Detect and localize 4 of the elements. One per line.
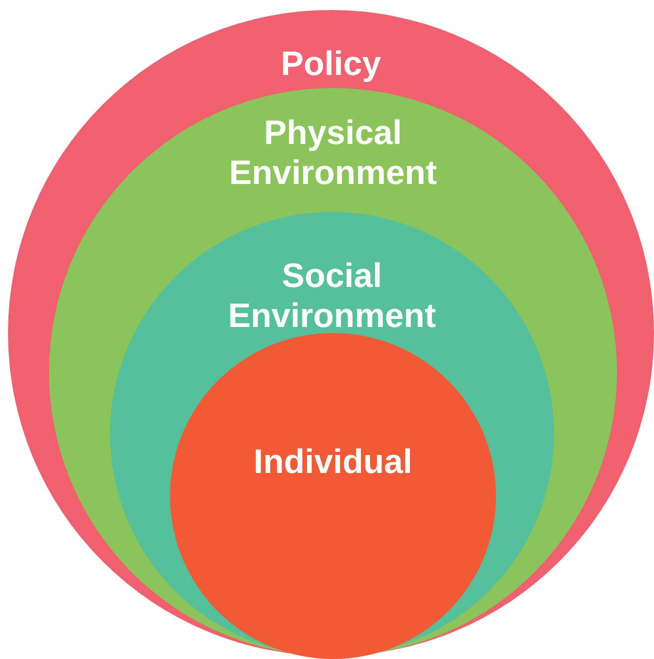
band-label: Policy — [280, 44, 382, 84]
band-label: Social Environment — [227, 256, 437, 336]
band-label: Physical Environment — [228, 113, 438, 193]
band-label: Individual — [252, 442, 414, 482]
